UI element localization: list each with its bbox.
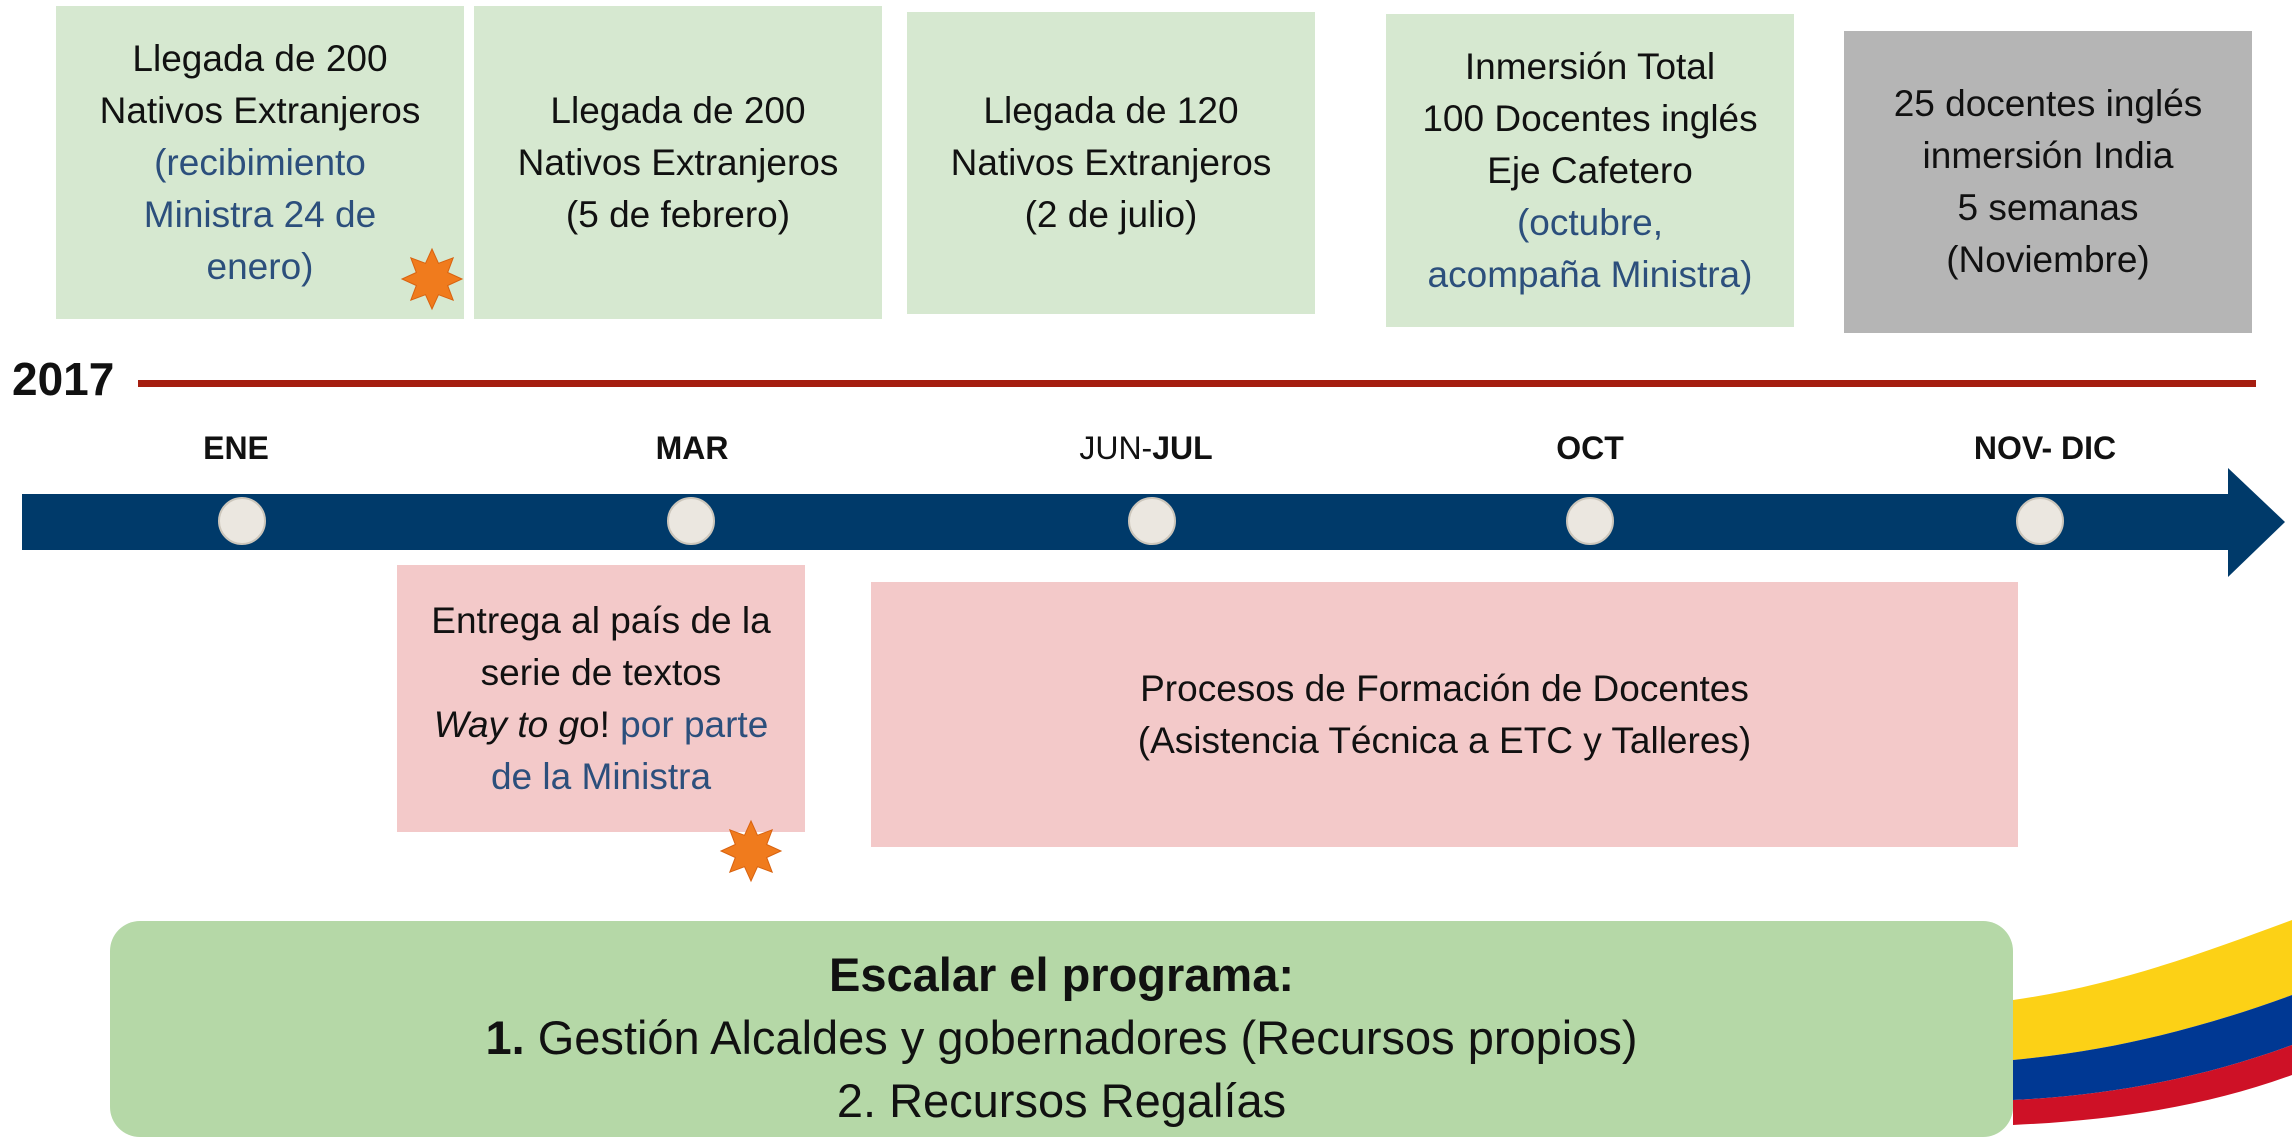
scale-item-1-text: Gestión Alcaldes y gobernadores (Recurso… [524,1011,1638,1064]
flag-ribbon-yellow [2013,920,2292,1060]
event-box-formacion: Procesos de Formación de Docentes (Asist… [871,582,2018,847]
month-label-mar: MAR [655,430,729,466]
event-text: Eje Cafetero [1487,149,1693,191]
flag-ribbon-red [2013,1045,2292,1125]
event-highlight-text: (recibimiento [154,141,366,183]
star-icon [400,247,464,311]
month-label-nov-dic: NOV- DIC [1973,430,2117,466]
month-label-jun-jul: JUN-JUL [1079,430,1212,467]
event-text: Nativos Extranjeros [517,141,839,183]
timeline-marker-ene [218,497,266,545]
event-text-mixed: Way to go! por parte [434,699,769,751]
event-text: Llegada de 200 [550,89,806,131]
event-box-ene: Llegada de 200 Nativos Extranjeros (reci… [56,6,464,319]
event-text: Llegada de 200 [132,37,388,79]
event-highlight-text: (octubre, [1516,201,1663,243]
month-label-bold: JUL [1152,430,1213,466]
timeline-marker-nov-dic [2016,497,2064,545]
timeline-arrow [22,468,2285,577]
year-divider-line [138,380,2256,387]
event-box-jul: Llegada de 120 Nativos Extranjeros (2 de… [907,12,1315,314]
event-text: Nativos Extranjeros [950,142,1272,183]
event-highlight-text: acompaña Ministra) [1427,253,1753,295]
event-text: 25 docentes inglés [1893,83,2203,124]
book-title-italic: Way to g [433,703,580,745]
event-highlight-text: enero) [206,245,314,287]
scale-item-1: 1. Gestión Alcaldes y gobernadores (Recu… [110,1006,2013,1069]
event-text: 5 semanas [1957,187,2139,228]
scale-item-2: 2. Recursos Regalías [836,1074,1287,1127]
event-text: (5 de febrero) [565,193,791,235]
month-label-oct: OCT [1556,430,1624,466]
event-text: Llegada de 120 [983,90,1239,131]
flag-ribbon-blue [2013,995,2292,1100]
event-highlight-text: de la Ministra [490,755,712,797]
star-icon [719,819,783,883]
book-title-rest: o [579,703,600,745]
event-text: (Noviembre) [1946,239,2150,280]
event-text: Procesos de Formación de Docentes [1140,667,1749,709]
timeline-bar [22,494,2232,550]
event-box-mar: Entrega al país de la serie de textos Wa… [397,565,805,832]
scale-title: Escalar el programa: [829,948,1294,1001]
event-box-nov: 25 docentes inglés inmersión India 5 sem… [1844,31,2252,333]
event-text: (Asistencia Técnica a ETC y Talleres) [1137,719,1752,761]
timeline-marker-jun-jul [1128,497,1176,545]
event-text: (2 de julio) [1024,194,1198,235]
event-highlight-text: Ministra 24 de [143,193,377,235]
event-text: 100 Docentes inglés [1422,97,1758,139]
event-box-oct: Inmersión Total 100 Docentes inglés Eje … [1386,14,1794,327]
event-highlight-text: por parte [609,703,769,745]
timeline-marker-oct [1566,497,1614,545]
event-text: serie de textos [480,651,722,693]
event-box-feb: Llegada de 200 Nativos Extranjeros (5 de… [474,6,882,319]
timeline-arrowhead [2228,468,2285,577]
scale-item-1-number: 1. [485,1011,525,1064]
year-label: 2017 [12,353,115,405]
event-text: inmersión India [1922,135,2174,176]
event-text: Entrega al país de la [431,599,771,641]
scale-program-box: Escalar el programa: 1. Gestión Alcaldes… [110,921,2013,1137]
event-text: Nativos Extranjeros [99,89,421,131]
event-text: Inmersión Total [1464,45,1716,87]
month-label-ene: ENE [203,430,269,466]
timeline-marker-mar [667,497,715,545]
book-title-punct: ! [599,703,610,745]
month-label-light: JUN- [1079,430,1153,466]
